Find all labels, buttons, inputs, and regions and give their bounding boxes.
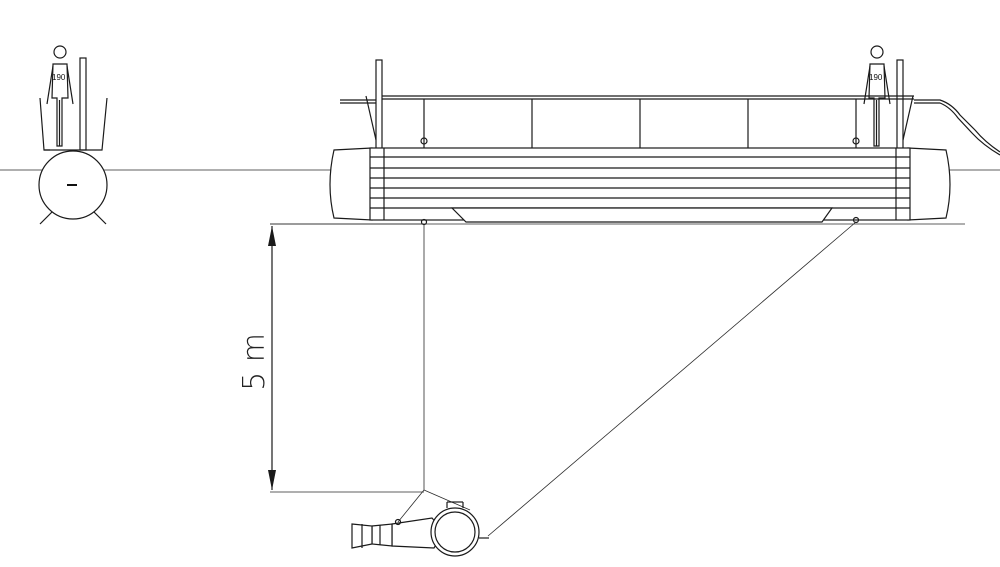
depth-dimension-label: 5 m <box>237 333 272 391</box>
person-figure-left: 190 <box>46 45 74 147</box>
cable <box>914 99 1000 156</box>
depth-dimension: 5 m <box>237 223 424 493</box>
suspension-lines <box>397 221 857 537</box>
platform-pontoon <box>270 147 965 226</box>
platform-railing <box>340 59 914 151</box>
person-height-label-left: 190 <box>52 73 66 82</box>
person-height-label-right: 190 <box>869 73 883 82</box>
submerged-unit <box>351 501 489 557</box>
person-figure-right: 190 <box>863 45 891 147</box>
side-view-pontoon <box>38 57 108 225</box>
